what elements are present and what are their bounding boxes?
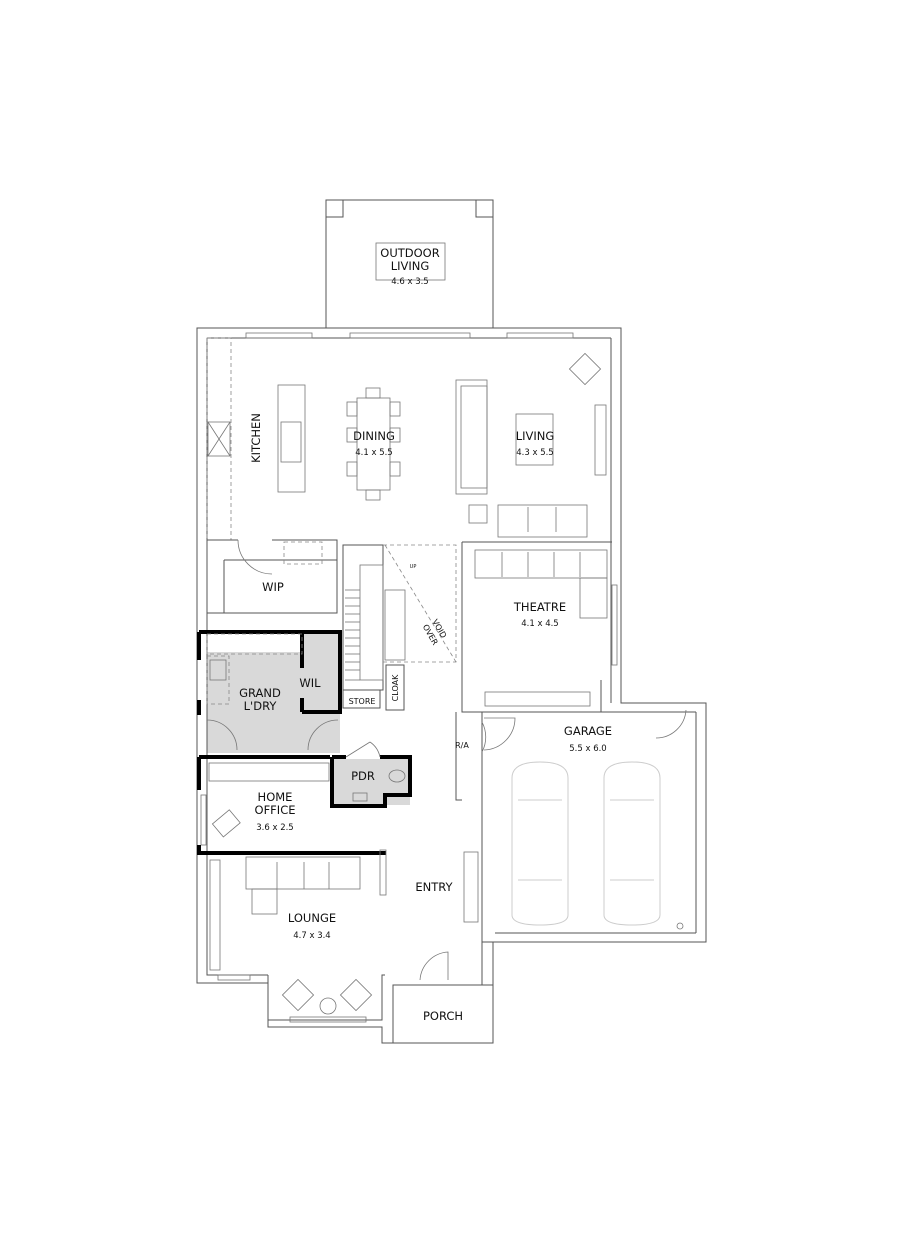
size-theatre: 4.1 x 4.5 — [521, 619, 558, 629]
wip-room — [207, 539, 338, 614]
label-home: HOME — [258, 790, 293, 804]
laundry-walls — [197, 630, 342, 751]
label-up: UP — [410, 564, 417, 570]
lounge-furniture — [209, 849, 387, 1015]
label-kitchen: KITCHEN — [249, 413, 263, 463]
cooktop-icon — [207, 421, 231, 457]
label-office: OFFICE — [255, 803, 296, 817]
label-living: LIVING — [516, 429, 555, 443]
tv-unit — [484, 691, 591, 707]
pdr-room — [330, 741, 412, 808]
label-outdoor-living-1: OUTDOOR — [380, 246, 439, 260]
garage-cars — [511, 761, 684, 930]
label-ra: R/A — [455, 741, 469, 750]
label-wil: WIL — [299, 676, 321, 690]
stairs — [342, 544, 457, 711]
desk — [208, 762, 330, 782]
island-bench — [277, 384, 306, 493]
toilet-icon — [388, 769, 406, 783]
label-garage: GARAGE — [564, 724, 612, 738]
label-pdr: PDR — [351, 769, 375, 783]
wet-area-fills — [207, 634, 410, 805]
label-dining: DINING — [353, 429, 395, 443]
armchair-left — [281, 978, 315, 1012]
living-furniture — [455, 352, 607, 538]
car-right-icon — [603, 761, 661, 926]
size-dining: 4.1 x 5.5 — [355, 448, 392, 458]
outdoor-table — [375, 242, 446, 281]
basin-icon — [352, 792, 368, 802]
side-table — [319, 997, 337, 1015]
label-theatre: THEATRE — [513, 600, 566, 614]
label-store: STORE — [349, 697, 376, 706]
windows — [200, 332, 618, 1023]
lounge-sofa — [245, 856, 361, 890]
label-ldry: L'DRY — [244, 699, 278, 713]
label-porch: PORCH — [423, 1009, 463, 1023]
armchair — [568, 352, 602, 386]
label-lounge: LOUNGE — [288, 911, 336, 925]
office-chair — [211, 809, 241, 838]
theatre-room — [461, 541, 612, 713]
rug — [515, 413, 554, 466]
size-home-office: 3.6 x 2.5 — [256, 823, 293, 833]
label-wip: WIP — [262, 580, 284, 594]
label-cloak: CLOAK — [391, 674, 400, 701]
label-grand: GRAND — [239, 686, 281, 700]
armchair-right — [339, 978, 373, 1012]
dining-table — [346, 387, 401, 501]
size-living: 4.3 x 5.5 — [516, 448, 553, 458]
car-left-icon — [511, 761, 569, 926]
laundry-tub-icon — [209, 659, 227, 681]
entry-area — [419, 709, 687, 981]
label-entry: ENTRY — [415, 880, 453, 894]
label-outdoor-living-2: LIVING — [391, 259, 430, 273]
size-garage: 5.5 x 6.0 — [569, 744, 606, 754]
home-office-room — [197, 755, 386, 855]
size-lounge: 4.7 x 3.4 — [293, 931, 330, 941]
outer-walls — [196, 327, 707, 1044]
fireplace — [594, 404, 607, 476]
copyright-icon — [676, 922, 684, 930]
size-outdoor-living: 4.6 x 3.5 — [391, 277, 428, 287]
sink-icon — [280, 421, 302, 463]
room-labels: OUTDOOR LIVING 4.6 x 3.5 KITCHEN DINING … — [239, 246, 612, 1023]
outdoor-living-area — [325, 199, 494, 329]
theatre-sofa — [474, 549, 608, 579]
